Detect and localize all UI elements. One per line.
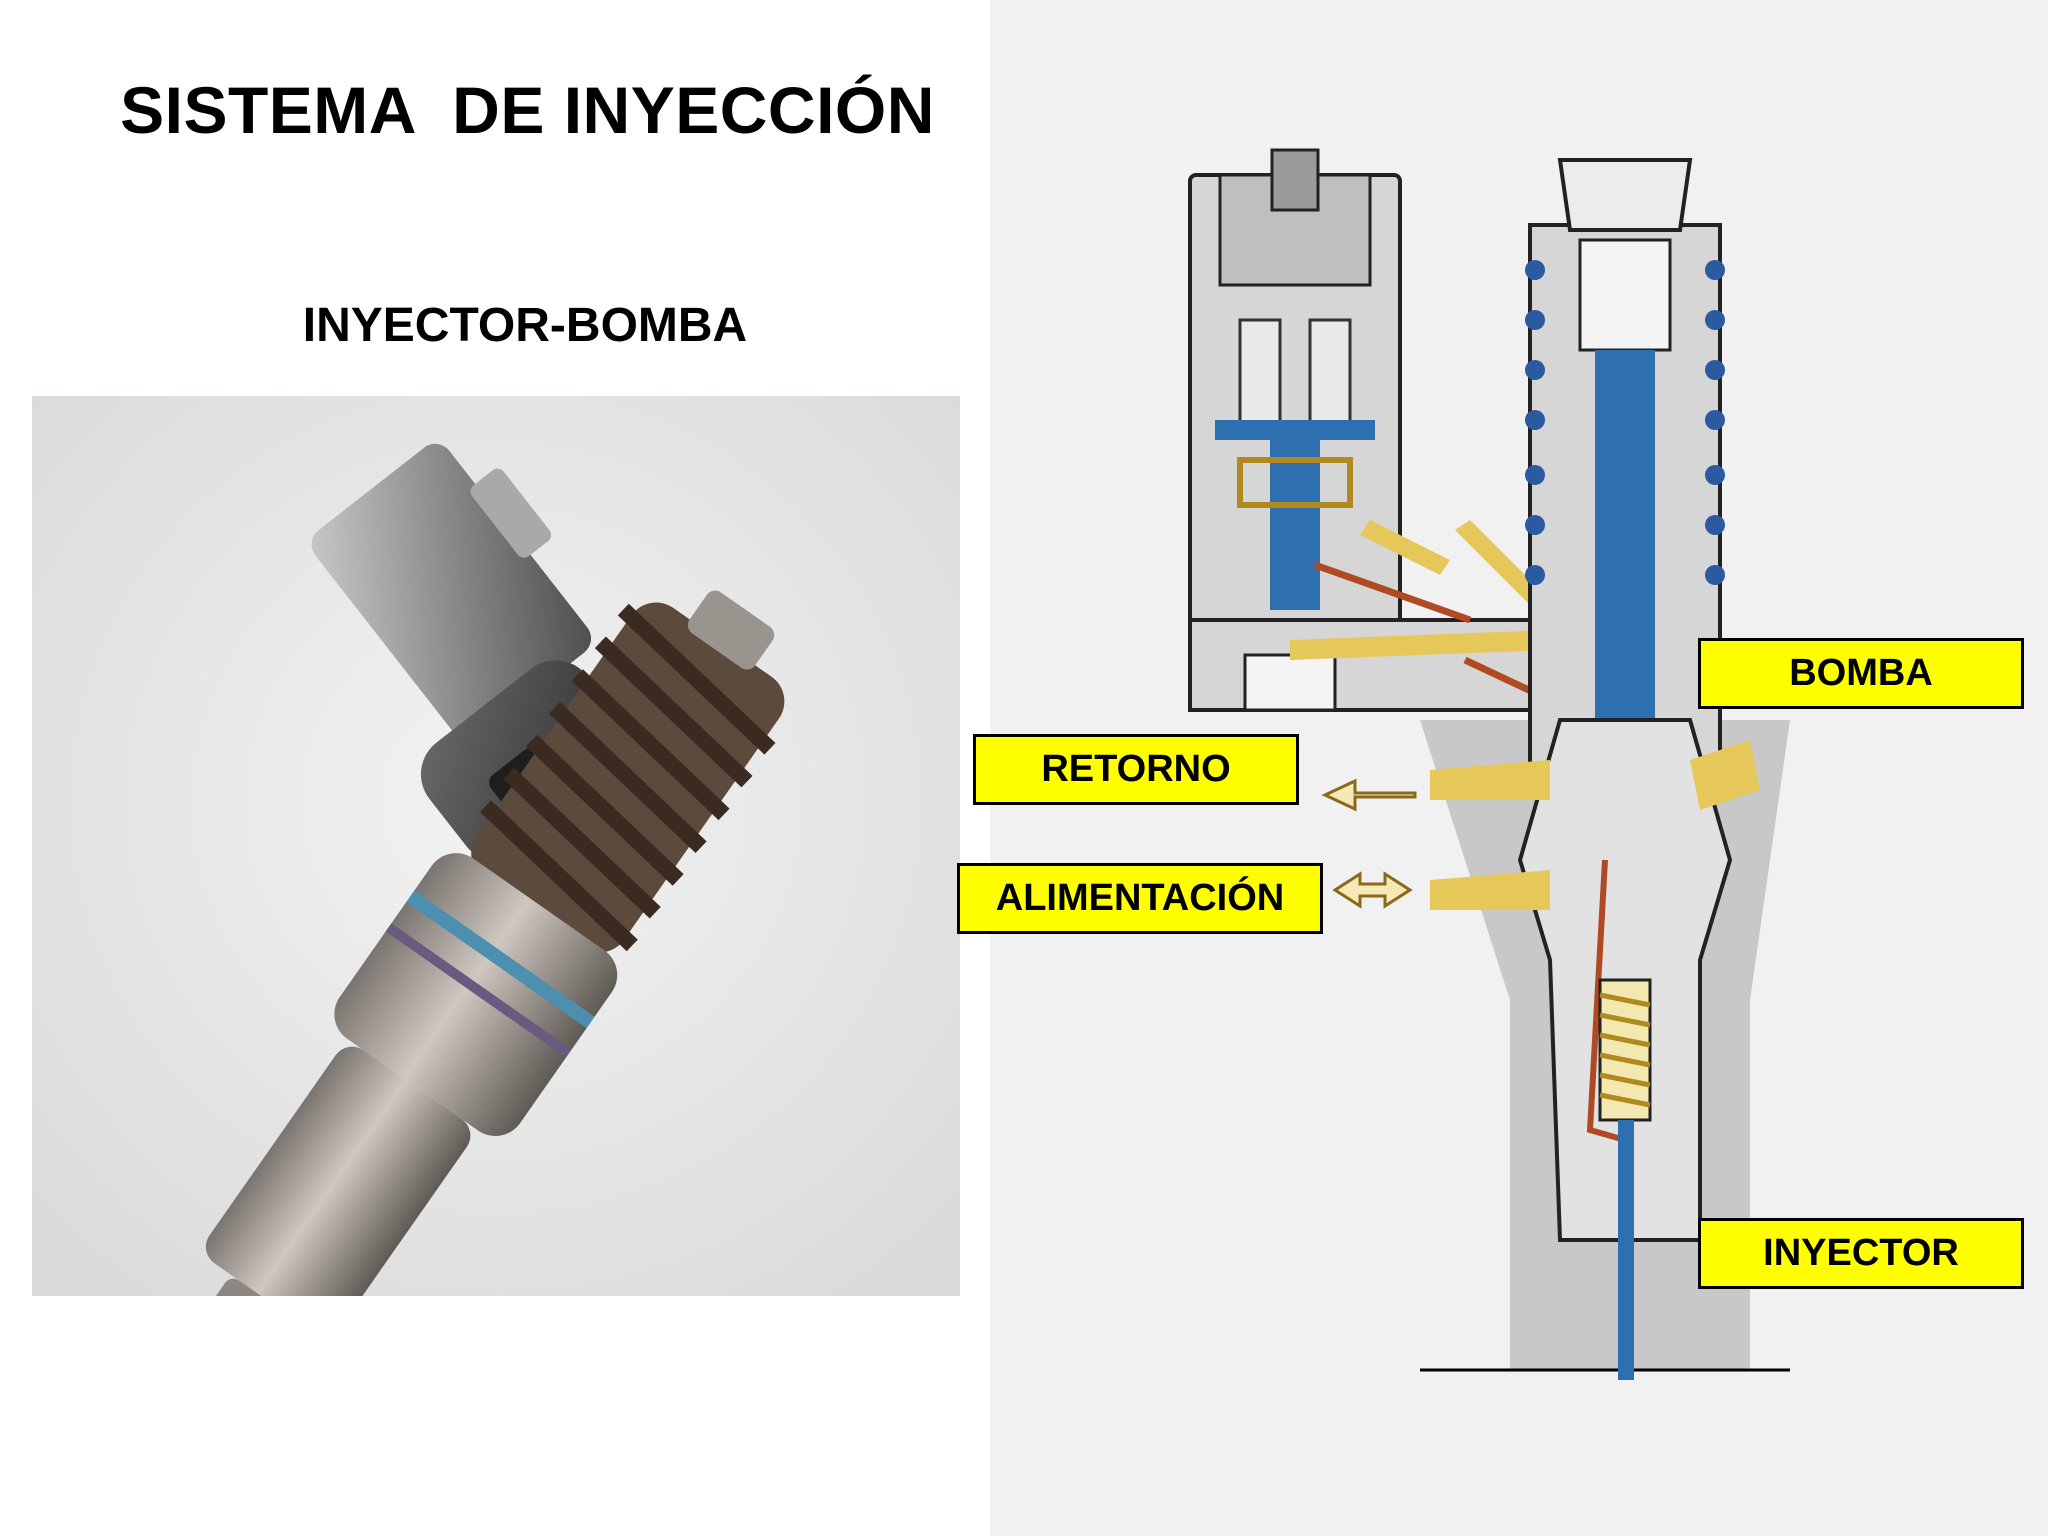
label-alimentacion: ALIMENTACIÓN xyxy=(957,863,1323,934)
injector-cross-section xyxy=(1188,148,1790,1380)
return-arrow xyxy=(1321,778,1417,812)
label-bomba: BOMBA xyxy=(1698,638,2024,709)
label-inyector: INYECTOR xyxy=(1698,1218,2024,1289)
label-retorno: RETORNO xyxy=(973,734,1299,805)
page-title: SISTEMA DE INYECCIÓN xyxy=(120,73,935,147)
page-subtitle: INYECTOR-BOMBA xyxy=(302,299,748,352)
unit-injector-photo xyxy=(32,396,960,1296)
supply-arrow xyxy=(1332,871,1413,909)
